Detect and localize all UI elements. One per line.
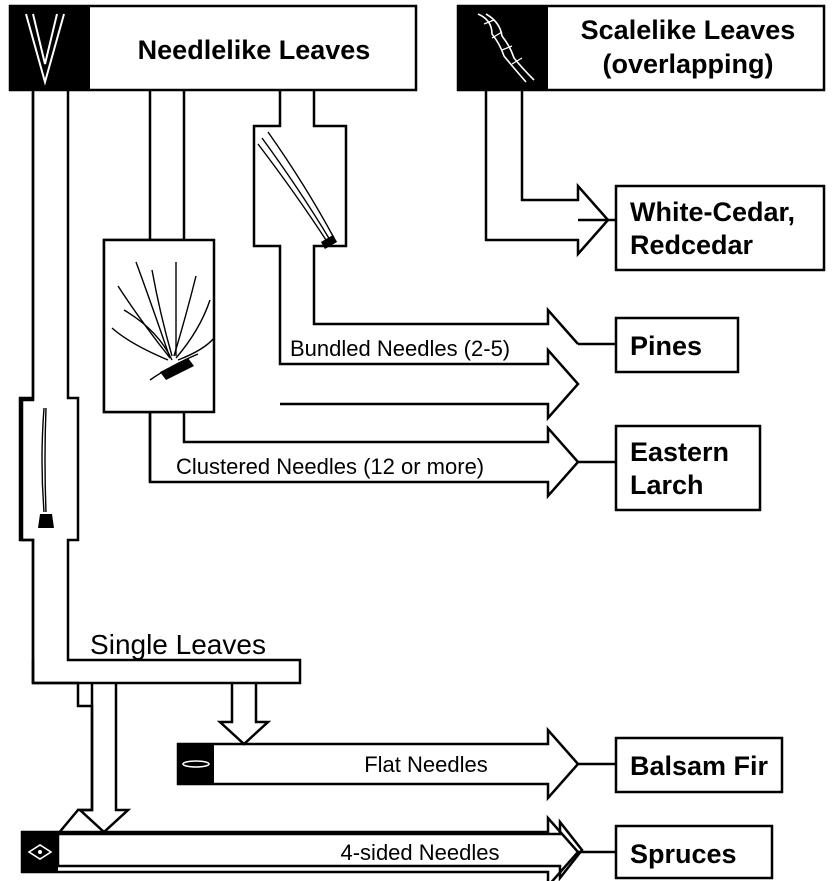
needle-bundle-icon bbox=[257, 131, 338, 249]
v-needle-icon bbox=[10, 6, 90, 90]
larch-result-box bbox=[614, 424, 762, 512]
bundled-needles-label: Bundled Needles (2-5) bbox=[290, 336, 510, 361]
scale-leaf-icon bbox=[458, 6, 548, 90]
needlelike-title: Needlelike Leaves bbox=[138, 35, 371, 65]
cedar-result-line2: Redcedar bbox=[630, 230, 754, 260]
larch-result-line2: Larch bbox=[630, 470, 704, 500]
single-leaves-label: Single Leaves bbox=[90, 629, 266, 660]
clustered-needles-label: Clustered Needles (12 or more) bbox=[176, 454, 484, 479]
single-leaves-trunk bbox=[20, 92, 584, 881]
fir-result-box bbox=[614, 736, 784, 794]
fir-result-label: Balsam Fir bbox=[630, 751, 769, 781]
pines-result-label: Pines bbox=[630, 331, 702, 361]
single-needle-icon bbox=[38, 407, 54, 528]
cedar-result-box bbox=[614, 184, 826, 272]
flat-needles-label: Flat Needles bbox=[364, 752, 488, 777]
scalelike-title-line2: (overlapping) bbox=[602, 49, 773, 79]
cedar-result-line1: White-Cedar, bbox=[630, 197, 795, 227]
spruces-result-label: Spruces bbox=[630, 839, 737, 869]
needle-cluster-icon bbox=[111, 261, 215, 381]
larch-result-line1: Eastern bbox=[630, 437, 729, 467]
scalelike-title-line1: Scalelike Leaves bbox=[581, 15, 796, 45]
four-sided-needles-label: 4-sided Needles bbox=[341, 840, 500, 865]
